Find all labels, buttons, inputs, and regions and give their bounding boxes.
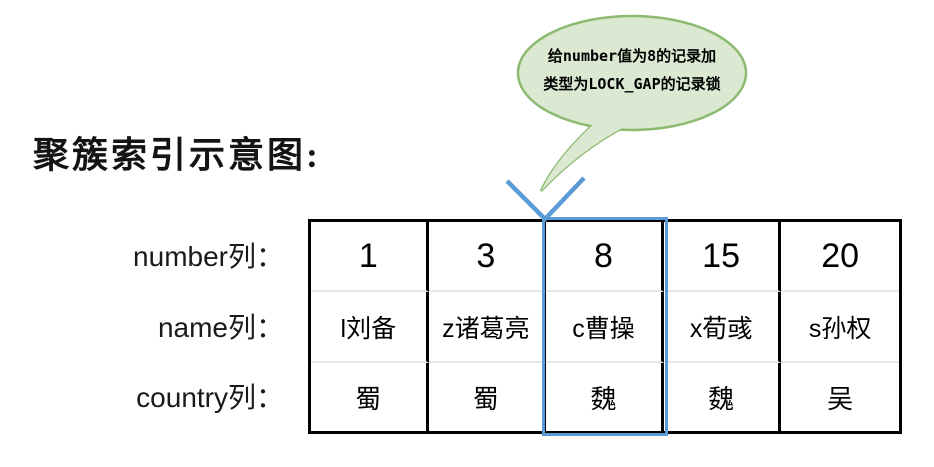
callout-text: 给number值为8的记录加 类型为LOCK_GAP的记录锁 [518, 42, 746, 98]
table-cell: 吴 [781, 363, 899, 431]
table-cell: x荀彧 [663, 292, 782, 363]
table-cell: 3 [428, 222, 547, 292]
table-cell: 蜀 [428, 363, 547, 431]
callout-tail-seam-cover [541, 121, 630, 191]
table-cell: 魏 [546, 363, 664, 431]
table-cell: l刘备 [311, 292, 429, 363]
table-cell: c曹操 [546, 292, 664, 363]
table-cell: 20 [781, 222, 899, 292]
row-label-number: number列： [133, 241, 284, 272]
table-cell: 1 [311, 222, 429, 292]
table-cell: 蜀 [311, 363, 429, 431]
callout-tail [539, 119, 632, 192]
table-cell: z诸葛亮 [428, 292, 547, 363]
callout-text-line1: 给number值为8的记录加 [547, 47, 717, 65]
page-title: 聚簇索引示意图: [33, 135, 321, 175]
table-cell: s孙权 [781, 292, 899, 363]
table-cell: 8 [546, 222, 664, 292]
table-cell: 魏 [663, 363, 782, 431]
row-label-country: country列： [136, 382, 284, 413]
index-table: 1 3 8 15 20 l刘备 z诸葛亮 c曹操 x荀彧 s孙权 蜀 蜀 魏 魏… [308, 219, 902, 434]
table-cell: 15 [663, 222, 782, 292]
callout-text-line2: 类型为LOCK_GAP的记录锁 [543, 75, 721, 93]
gap-arrow-icon [505, 176, 586, 223]
row-label-name: name列： [157, 312, 284, 343]
